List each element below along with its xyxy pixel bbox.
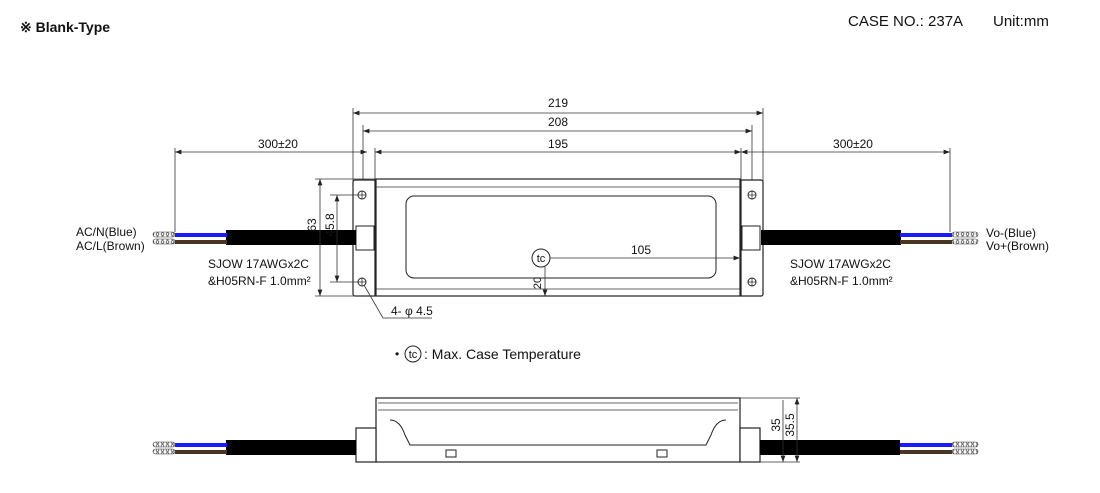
hole-spec: 4- φ 4.5 (391, 304, 433, 318)
dim-input-cable: 300±20 (258, 137, 298, 151)
dim-hole-spacing: 45.8 (323, 213, 337, 237)
dim-side-height: 35 (769, 418, 783, 432)
case-number: CASE NO.: 237A (848, 13, 963, 30)
input-cable-spec: SJOW 17AWGx2C (208, 257, 309, 271)
unit-label: Unit:mm (993, 13, 1049, 30)
dim-body-length: 195 (548, 137, 568, 151)
note-symbol: tc (409, 349, 418, 361)
dimension-lines (174, 108, 951, 232)
output-pos-label: Vo+(Brown) (986, 239, 1049, 253)
note-text: : Max. Case Temperature (424, 346, 581, 362)
dim-output-cable: 300±20 (833, 137, 873, 151)
input-cable (152, 230, 356, 245)
dim-tc-x: 105 (631, 243, 651, 257)
dim-mounting-length: 208 (548, 115, 568, 129)
input-n-label: AC/N(Blue) (76, 225, 137, 239)
top-view (352, 178, 764, 297)
note-bullet: • (395, 347, 399, 361)
dim-height: 63 (305, 218, 319, 232)
mounting-hole-icon (747, 190, 757, 200)
output-cable-spec: SJOW 17AWGx2C (790, 257, 891, 271)
dim-overall-length: 219 (548, 96, 568, 110)
output-cable-spec-2: &H05RN-F 1.0mm² (790, 274, 893, 288)
output-neg-label: Vo-(Blue) (986, 226, 1036, 240)
svg-text:tc: tc (537, 253, 546, 265)
input-l-label: AC/L(Brown) (76, 239, 145, 253)
drawing-title: ※ Blank-Type (20, 19, 110, 35)
side-view (152, 397, 979, 463)
input-cable-spec-2: &H05RN-F 1.0mm² (208, 274, 311, 288)
dim-side-height-total: 35.5 (783, 413, 797, 437)
height-dimensions (315, 178, 376, 297)
output-cable (761, 230, 979, 245)
mounting-hole-icon (357, 277, 367, 287)
tc-symbol-icon (404, 345, 422, 363)
mounting-hole-icon (747, 277, 757, 287)
mounting-hole-icon (357, 190, 367, 200)
dim-tc-y: 20 (532, 277, 544, 289)
